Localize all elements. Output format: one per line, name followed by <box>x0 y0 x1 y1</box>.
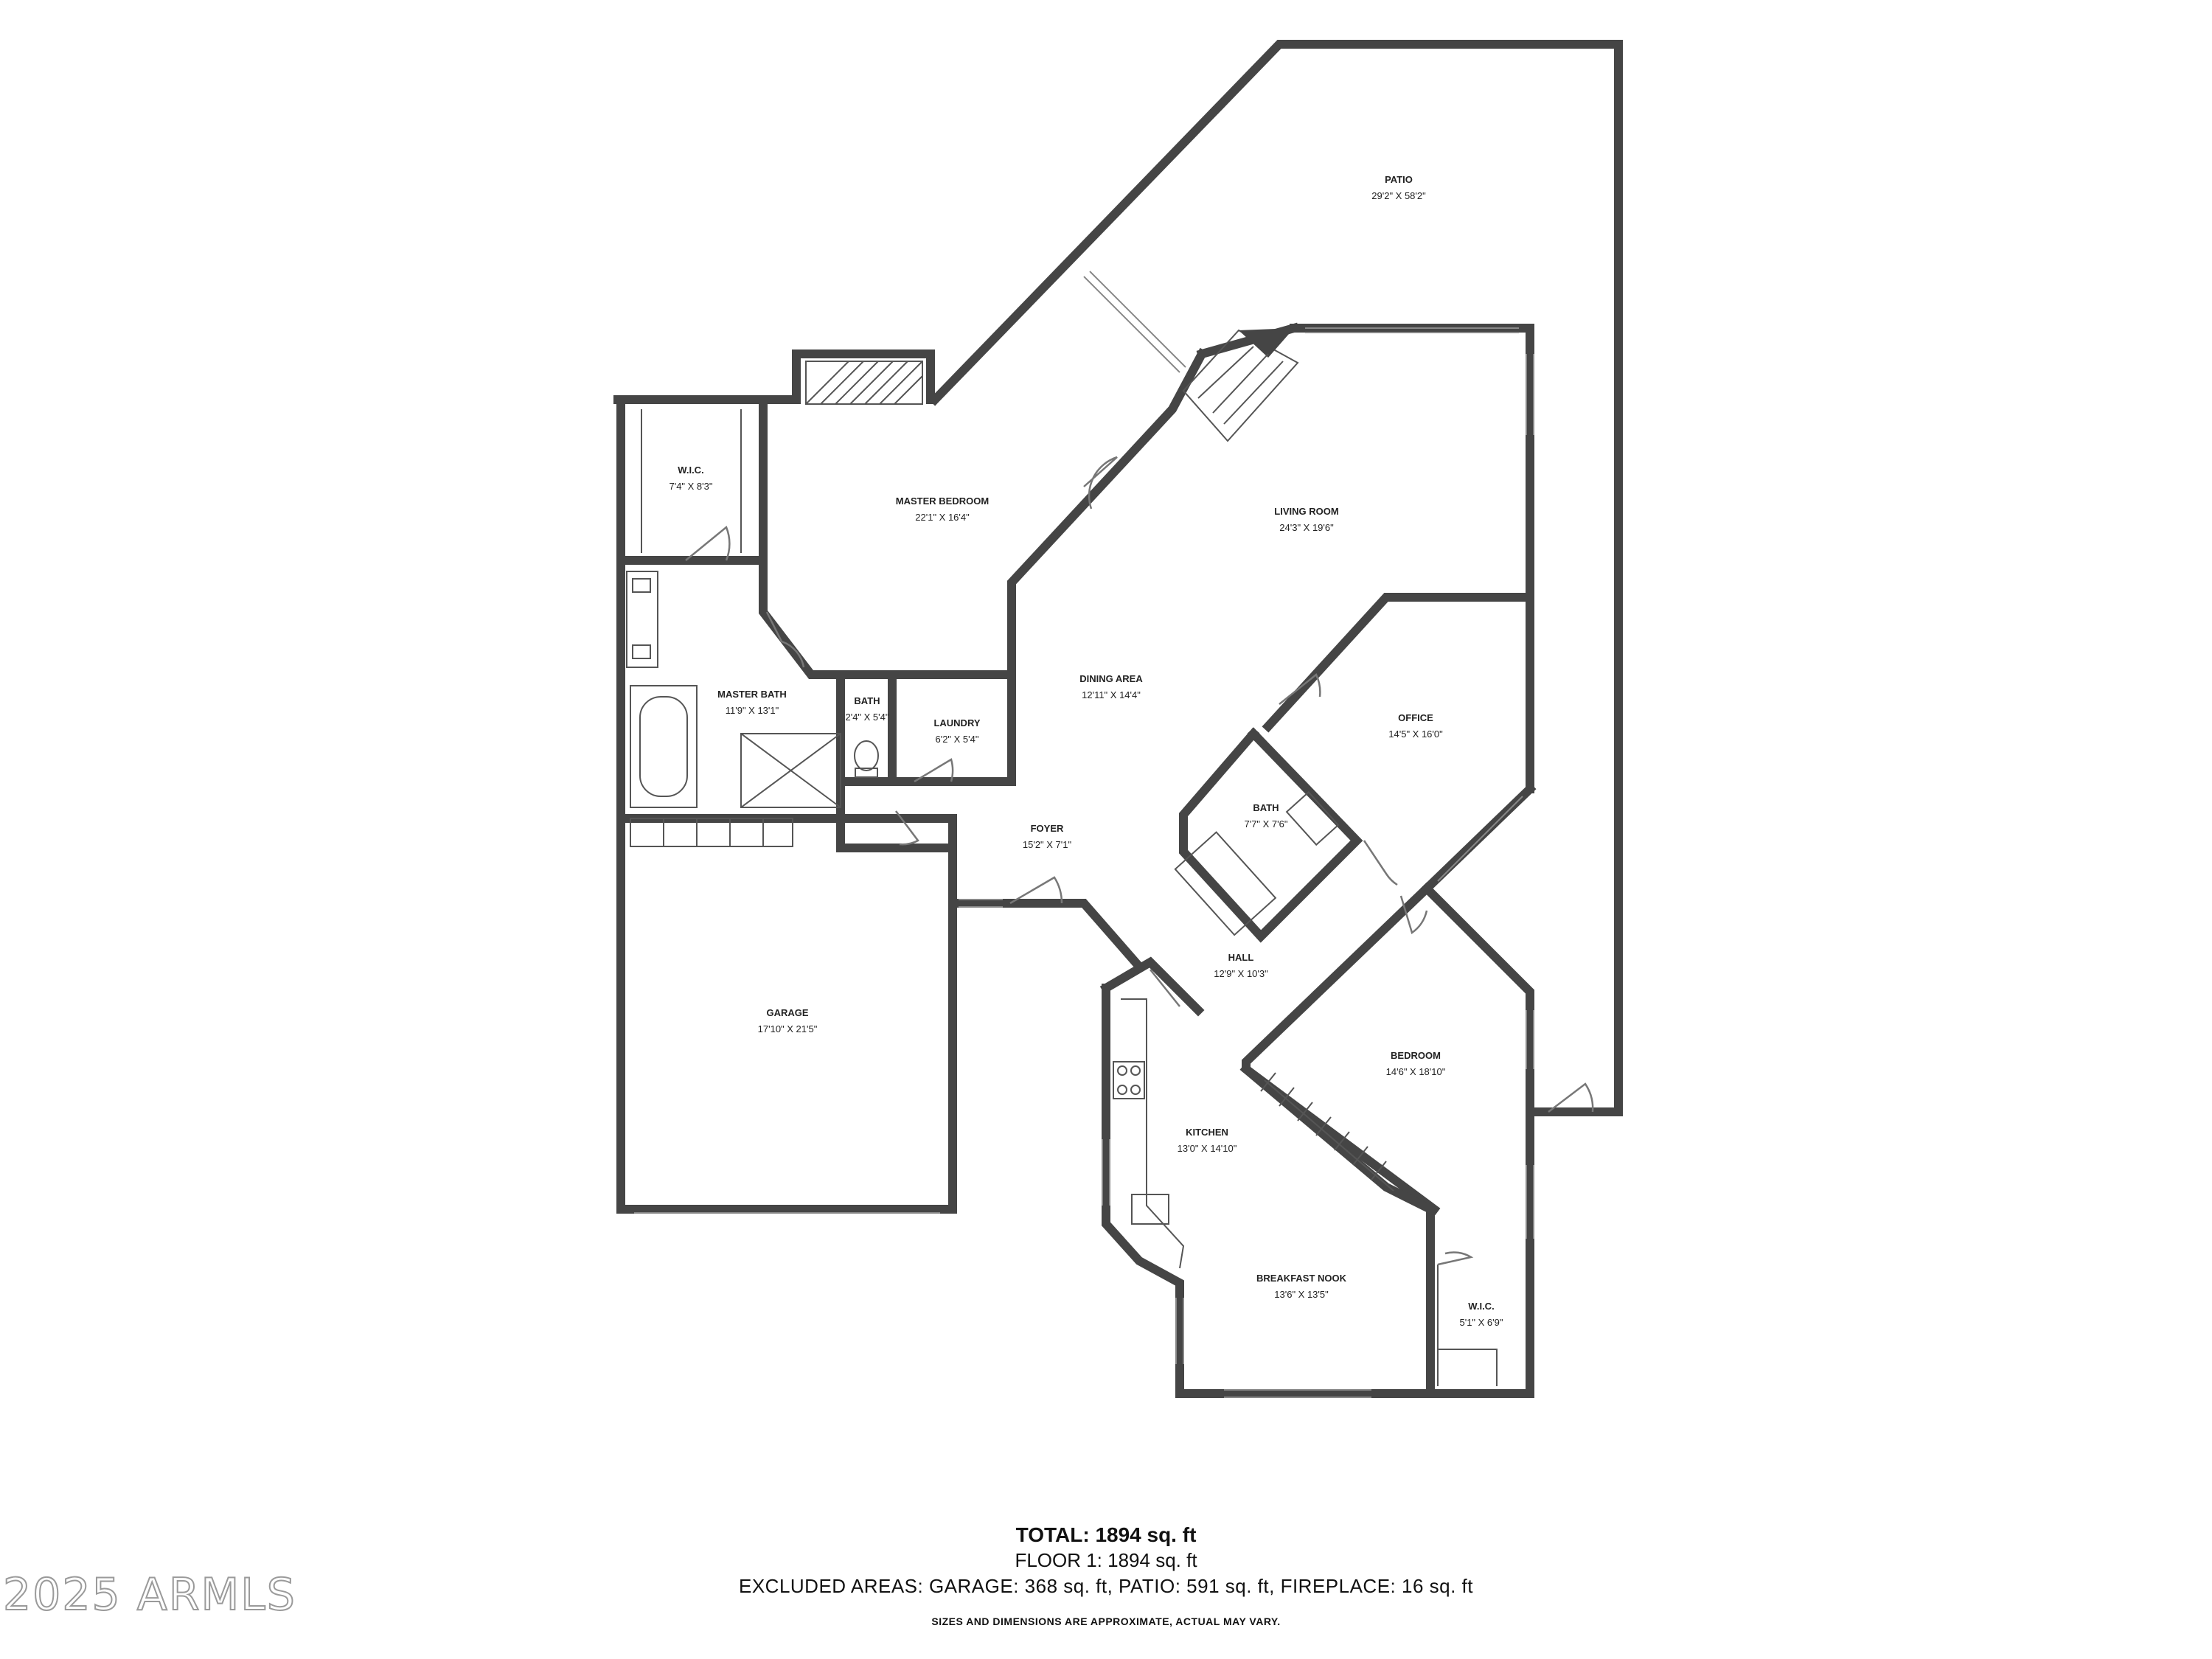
svg-text:17'10" X 21'5": 17'10" X 21'5" <box>758 1023 818 1034</box>
label-wic-bedroom: W.I.C. 5'1" X 6'9" <box>1459 1301 1503 1328</box>
wall-hall-divider <box>1239 1062 1437 1216</box>
svg-text:12'9" X 10'3": 12'9" X 10'3" <box>1214 968 1268 979</box>
window-bedroom-right2 <box>1526 1165 1534 1239</box>
closet-shelves-wic <box>641 409 742 553</box>
svg-text:2'4" X 5'4": 2'4" X 5'4" <box>845 712 888 723</box>
window-kitchen <box>1102 1139 1110 1206</box>
window-office <box>1437 796 1523 882</box>
svg-text:13'0" X 14'10": 13'0" X 14'10" <box>1178 1143 1237 1154</box>
sliding-door-patio <box>1083 271 1186 373</box>
svg-text:LAUNDRY: LAUNDRY <box>933 717 980 728</box>
label-garage: GARAGE 17'10" X 21'5" <box>758 1007 818 1034</box>
vanity-bath2 <box>1285 790 1340 846</box>
label-bedroom: BEDROOM 14'6" X 18'10" <box>1386 1050 1446 1077</box>
svg-text:13'6" X 13'5": 13'6" X 13'5" <box>1274 1289 1329 1300</box>
svg-text:12'11" X 14'4": 12'11" X 14'4" <box>1082 689 1141 700</box>
label-bath-small: BATH 2'4" X 5'4" <box>845 695 888 723</box>
window-nook-left <box>1175 1298 1184 1364</box>
wall-entry <box>948 899 1142 969</box>
wall-bath2 <box>1179 727 1363 943</box>
fireplace-master <box>805 361 923 405</box>
svg-text:15'2" X 7'1": 15'2" X 7'1" <box>1023 839 1072 850</box>
wic-bedroom-shelves <box>1437 1265 1498 1386</box>
vanity-master <box>626 571 658 668</box>
door-swings <box>685 456 1594 1266</box>
svg-text:PATIO: PATIO <box>1385 174 1413 185</box>
svg-text:22'1" X 16'4": 22'1" X 16'4" <box>915 512 970 523</box>
bathtub-master <box>630 685 698 808</box>
garage-steps <box>630 818 793 847</box>
svg-text:6'2" X 5'4": 6'2" X 5'4" <box>935 734 978 745</box>
svg-text:FOYER: FOYER <box>1031 823 1064 834</box>
wall-kitchen <box>1099 956 1435 1398</box>
stairs-bedroom <box>1260 1072 1394 1192</box>
label-foyer: FOYER 15'2" X 7'1" <box>1023 823 1072 850</box>
floor-area: FLOOR 1: 1894 sq. ft <box>1015 1549 1197 1571</box>
window-bedroom-right1 <box>1526 1010 1534 1069</box>
excluded-areas: EXCLUDED AREAS: GARAGE: 368 sq. ft, PATI… <box>738 1575 1473 1597</box>
wall-master-bedroom-top <box>613 349 935 404</box>
wall-office <box>1262 593 1537 895</box>
label-wic-master: W.I.C. 7'4" X 8'3" <box>669 465 712 492</box>
label-office: OFFICE 14'5" X 16'0" <box>1388 712 1443 740</box>
svg-text:LIVING ROOM: LIVING ROOM <box>1274 506 1338 517</box>
label-living-room: LIVING ROOM 24'3" X 19'6" <box>1274 506 1338 533</box>
label-kitchen: KITCHEN 13'0" X 14'10" <box>1178 1127 1237 1154</box>
window-living-right <box>1526 354 1534 435</box>
toilet-small-bath <box>854 740 879 778</box>
svg-text:11'9" X 13'1": 11'9" X 13'1" <box>726 705 779 716</box>
window-entry <box>959 899 1003 908</box>
label-master-bath: MASTER BATH 11'9" X 13'1" <box>717 689 787 716</box>
svg-text:W.I.C.: W.I.C. <box>1468 1301 1494 1312</box>
wall-dining-bedroom <box>1007 347 1208 679</box>
wall-patio-outline <box>928 40 1623 1116</box>
kitchen-counter <box>1113 998 1185 1269</box>
total-area: TOTAL: 1894 sq. ft <box>1015 1523 1197 1546</box>
svg-text:BATH: BATH <box>1253 802 1279 813</box>
wall-master-bath-right <box>759 556 1016 786</box>
svg-text:BEDROOM: BEDROOM <box>1391 1050 1441 1061</box>
svg-text:DINING AREA: DINING AREA <box>1079 673 1143 684</box>
svg-text:BREAKFAST NOOK: BREAKFAST NOOK <box>1256 1273 1347 1284</box>
disclaimer: SIZES AND DIMENSIONS ARE APPROXIMATE, AC… <box>931 1615 1281 1627</box>
window-nook-bottom <box>1224 1389 1371 1398</box>
svg-text:KITCHEN: KITCHEN <box>1186 1127 1228 1138</box>
label-patio: PATIO 29'2" X 58'2" <box>1371 174 1426 201</box>
svg-text:MASTER BATH: MASTER BATH <box>717 689 787 700</box>
svg-text:24'3" X 19'6": 24'3" X 19'6" <box>1279 522 1334 533</box>
wall-bath-laundry <box>836 670 1016 852</box>
fireplace-living <box>1182 328 1299 442</box>
label-bath2: BATH 7'7" X 7'6" <box>1244 802 1287 830</box>
shower-master <box>740 733 841 808</box>
svg-text:GARAGE: GARAGE <box>766 1007 808 1018</box>
label-breakfast-nook: BREAKFAST NOOK 13'6" X 13'5" <box>1256 1273 1347 1300</box>
window-living-top <box>1305 327 1519 333</box>
label-hall: HALL 12'9" X 10'3" <box>1214 952 1268 979</box>
label-dining-area: DINING AREA 12'11" X 14'4" <box>1079 673 1143 700</box>
wall-living-top <box>1196 322 1534 793</box>
wall-bedroom-left <box>1242 882 1441 1216</box>
svg-text:MASTER BEDROOM: MASTER BEDROOM <box>896 495 989 507</box>
label-laundry: LAUNDRY 6'2" X 5'4" <box>933 717 980 745</box>
svg-text:OFFICE: OFFICE <box>1398 712 1433 723</box>
svg-text:5'1" X 6'9": 5'1" X 6'9" <box>1459 1317 1503 1328</box>
svg-text:14'5" X 16'0": 14'5" X 16'0" <box>1388 728 1443 740</box>
svg-text:14'6" X 18'10": 14'6" X 18'10" <box>1386 1066 1446 1077</box>
copyright-watermark: 2025 ARMLS <box>2 1568 296 1621</box>
svg-text:7'4" X 8'3": 7'4" X 8'3" <box>669 481 712 492</box>
svg-text:HALL: HALL <box>1228 952 1254 963</box>
svg-text:29'2" X 58'2": 29'2" X 58'2" <box>1371 190 1426 201</box>
svg-text:BATH: BATH <box>854 695 880 706</box>
svg-text:7'7" X 7'6": 7'7" X 7'6" <box>1244 818 1287 830</box>
label-master-bedroom: MASTER BEDROOM 22'1" X 16'4" <box>896 495 989 523</box>
svg-text:W.I.C.: W.I.C. <box>678 465 703 476</box>
wall-bedroom <box>1420 882 1534 1398</box>
bathtub-bath2 <box>1174 831 1277 936</box>
